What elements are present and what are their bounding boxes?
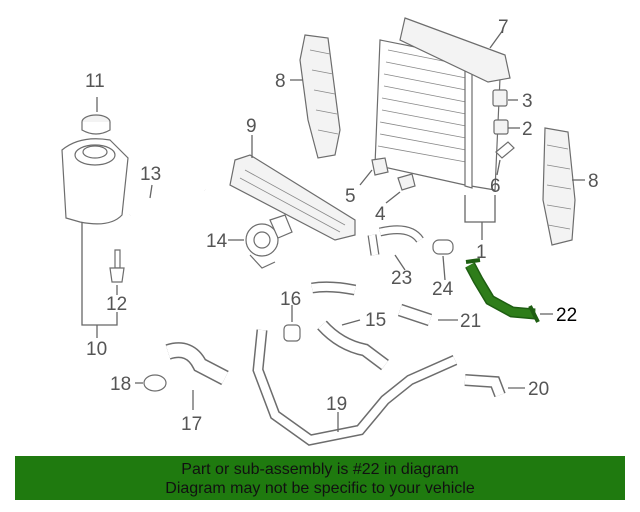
- top-bracket: [399, 17, 511, 83]
- hose-19-inner: [253, 329, 457, 445]
- clip-part-4: [397, 173, 416, 191]
- hose-23-inner: [368, 226, 423, 256]
- radiator: [374, 39, 501, 191]
- drain-plug: [495, 141, 515, 159]
- callout-11: 11: [85, 71, 105, 92]
- callout-6: 6: [490, 176, 501, 197]
- callout-5: 5: [345, 186, 356, 207]
- hose-20-inner: [464, 375, 505, 397]
- hose-15-upper-inner: [311, 282, 356, 294]
- info-banner: Part or sub-assembly is #22 in diagram D…: [15, 456, 625, 500]
- callout-2: 2: [522, 119, 533, 140]
- fitting-16: [283, 324, 301, 342]
- hose-13-inner: [129, 180, 207, 216]
- o-ring: [432, 239, 454, 255]
- bracket-part-2: [493, 119, 509, 135]
- callout-labels: 1 2 3 4 5 6 7 8 8 9 10 11 12 13 14 15 16…: [85, 17, 599, 435]
- tank-cap: [81, 114, 111, 135]
- callout-18: 18: [110, 374, 131, 395]
- left-side-panel: [299, 34, 341, 159]
- bracket-part-3: [492, 89, 508, 107]
- callout-3: 3: [522, 91, 533, 112]
- thermostat-housing: [245, 214, 293, 269]
- callout-8-right: 8: [588, 171, 599, 192]
- callout-20: 20: [528, 379, 549, 400]
- callout-21: 21: [460, 311, 481, 332]
- lower-shroud: [229, 154, 356, 241]
- callout-22: 22: [556, 305, 577, 326]
- callout-16: 16: [280, 289, 301, 310]
- clip-part-5: [371, 157, 389, 176]
- level-sensor: [109, 249, 125, 283]
- callout-19: 19: [326, 394, 347, 415]
- banner-line-2: Diagram may not be specific to your vehi…: [165, 480, 475, 497]
- callout-9: 9: [246, 116, 257, 137]
- parts-diagram: 1 2 3 4 5 6 7 8 8 9 10 11 12 13 14 15 16…: [61, 17, 599, 446]
- expansion-tank: [61, 138, 129, 225]
- callout-1: 1: [476, 242, 487, 263]
- banner-line-1: Part or sub-assembly is #22 in diagram: [181, 461, 459, 478]
- callout-4: 4: [375, 204, 386, 225]
- hose-21-inner: [398, 305, 432, 325]
- callout-14: 14: [206, 231, 228, 252]
- callout-13: 13: [140, 164, 161, 185]
- callout-12: 12: [106, 294, 127, 315]
- hose-13: [129, 181, 206, 216]
- callout-17: 17: [181, 414, 202, 435]
- callout-8-left: 8: [275, 71, 286, 92]
- callout-10: 10: [86, 339, 107, 360]
- cap-18: [143, 374, 167, 392]
- callout-15: 15: [365, 310, 386, 331]
- hose-15-inner: [318, 321, 388, 369]
- right-side-panel: [542, 127, 576, 246]
- callout-7: 7: [498, 17, 509, 38]
- hose-22-highlighted: [465, 258, 540, 323]
- callout-24: 24: [432, 279, 454, 300]
- callout-23: 23: [391, 268, 412, 289]
- hose-17-inner: [166, 343, 228, 384]
- leader-lines: [81, 29, 585, 432]
